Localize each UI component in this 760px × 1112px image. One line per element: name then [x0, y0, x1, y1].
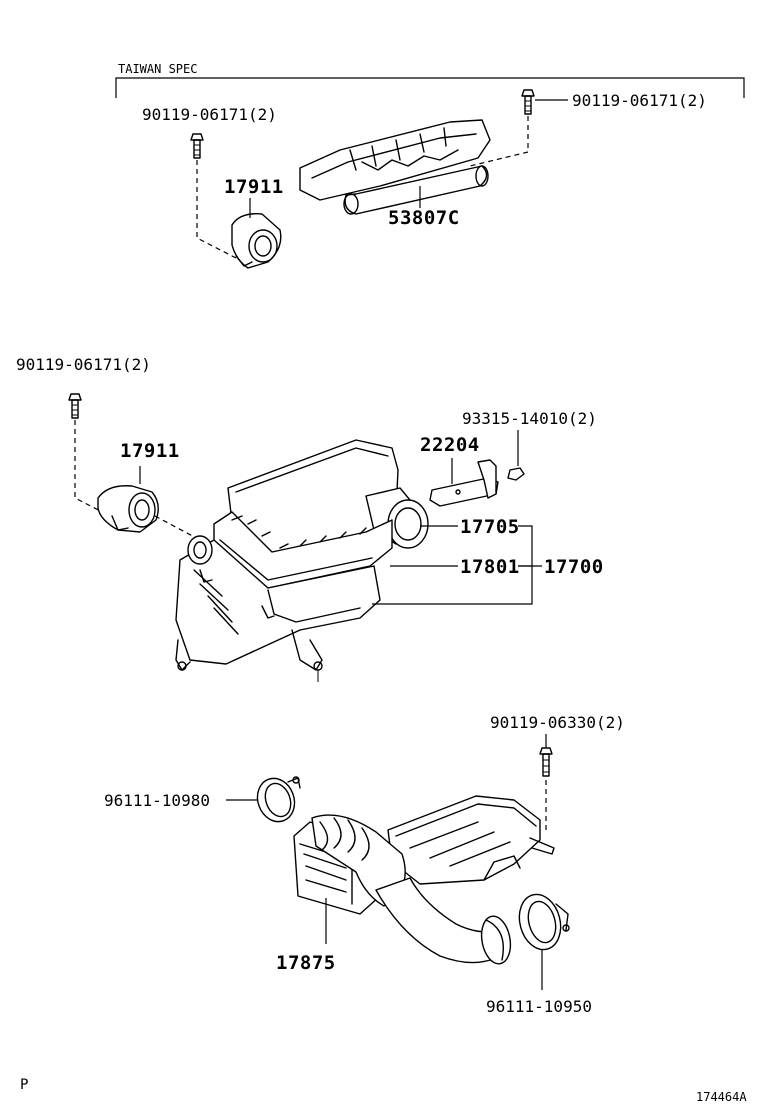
part-label-cleaner-assy: 17700 — [544, 556, 604, 578]
bolt-icon — [521, 89, 535, 115]
bolt-icon — [68, 393, 82, 419]
hose-clamp-upper — [256, 776, 301, 823]
part-label-bracket: 22204 — [420, 434, 480, 456]
resonator-part — [387, 795, 555, 885]
part-label-cap-sub: 17705 — [460, 516, 520, 538]
part-label-duct-top: 53807C — [388, 207, 460, 229]
footer-left-mark: P — [20, 1077, 29, 1093]
part-label-bolt-mid-left: 90119-06171(2) — [16, 355, 151, 374]
part-label-bolt-lower-right: 90119-06330(2) — [490, 713, 625, 732]
part-label-screw-bracket: 93315-14010(2) — [462, 409, 597, 428]
part-label-sensor-mid: 17911 — [120, 440, 180, 462]
bolt-icon — [539, 734, 553, 777]
air-duct-top — [299, 119, 491, 215]
air-flow-meter-top — [231, 198, 282, 269]
taiwan-spec-bracket — [115, 77, 745, 98]
part-label-clamp-lower: 96111-10950 — [486, 997, 592, 1016]
bolt-icon — [190, 133, 204, 159]
part-label-bolt-top-right: 90119-06171(2) — [572, 91, 707, 110]
air-flow-meter-mid — [97, 466, 159, 533]
bracket-part — [429, 458, 499, 507]
part-label-element: 17801 — [460, 556, 520, 578]
group-label-taiwan-spec: TAIWAN SPEC — [118, 62, 198, 76]
screw-icon — [507, 430, 525, 481]
figure-id: 174464A — [696, 1090, 747, 1104]
part-label-clamp-upper: 96111-10980 — [104, 791, 210, 810]
part-label-bolt-top-left: 90119-06171(2) — [142, 105, 277, 124]
air-cleaner-assembly — [175, 439, 429, 682]
hose-clamp-lower — [518, 893, 570, 951]
part-label-hose: 17875 — [276, 952, 336, 974]
intake-hose — [293, 814, 512, 965]
part-label-sensor-top: 17911 — [224, 176, 284, 198]
